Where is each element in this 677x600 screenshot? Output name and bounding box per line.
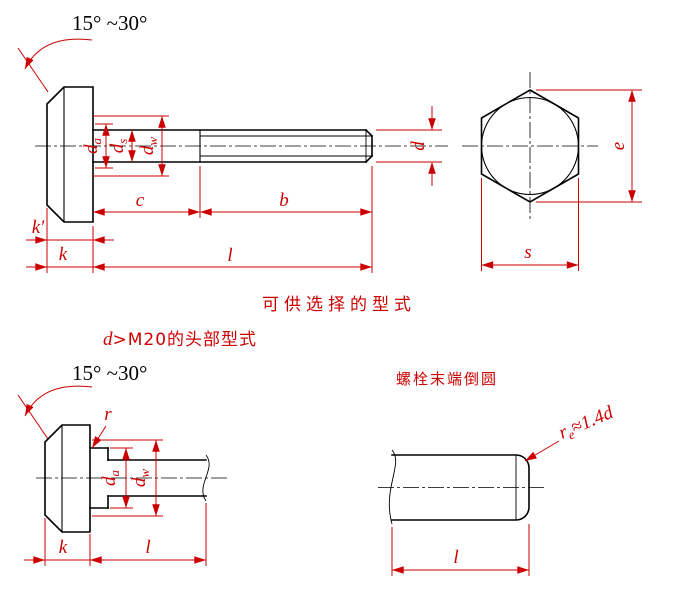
dim-ds-label: ds [107,139,130,154]
svg-text:re≈1.4d: re≈1.4d [556,402,618,446]
re-leader-line [524,440,560,462]
dim-da-label: da [81,138,104,155]
alt-head-view: 15° ~30° r da dw k l [17,361,228,566]
dim-k-label: k [59,244,68,265]
dim-e-label: e [608,142,629,150]
break-line [202,454,210,502]
hex-head-profile [44,424,91,533]
caption-head-type: d>M20的头部型式 [103,329,257,350]
end-chamfer-bottom [364,154,374,164]
dim-c-label: c [136,190,145,211]
chamfer-angle-label: 15° ~30° [72,11,147,35]
dim-s-label: s [524,242,531,263]
chamfer-extension-line [17,47,49,93]
dim-d-label: d [408,141,429,151]
bolt-end-outline [391,454,530,521]
dim-re-label: re≈1.4d [556,402,618,446]
chamfer-extension-line [17,394,49,440]
angle-arc [24,385,93,417]
r-leader-line [91,425,107,449]
dim-b-label: b [279,190,289,211]
dim-dw-label: dw [137,137,160,156]
main-side-view: 15° ~30° da ds dw d c b k′ [17,11,448,273]
chamfer-angle-label: 15° ~30° [72,361,147,385]
caption-end-round: 螺栓末端倒圆 [396,370,498,388]
angle-arc [24,38,93,70]
dim-l-label: l [145,537,150,558]
break-line [388,449,397,525]
caption-optional-type: 可供选择的型式 [262,295,416,315]
end-chamfer-top [364,128,374,138]
dim-l-label: l [453,547,458,568]
dim-r-label: r [104,404,112,425]
dim-dw-label: dw [129,469,152,488]
dim-l-label: l [227,245,232,266]
dim-k-label: k [59,537,68,558]
dim-da-label: da [99,470,122,487]
dim-k-prime-label: k′ [32,217,45,238]
head-end-view: e s [462,72,642,271]
end-round-view: 螺栓末端倒圆 re≈1.4d l [378,370,618,576]
hexagon-outline [480,89,580,203]
inscribed-circle [480,96,580,196]
